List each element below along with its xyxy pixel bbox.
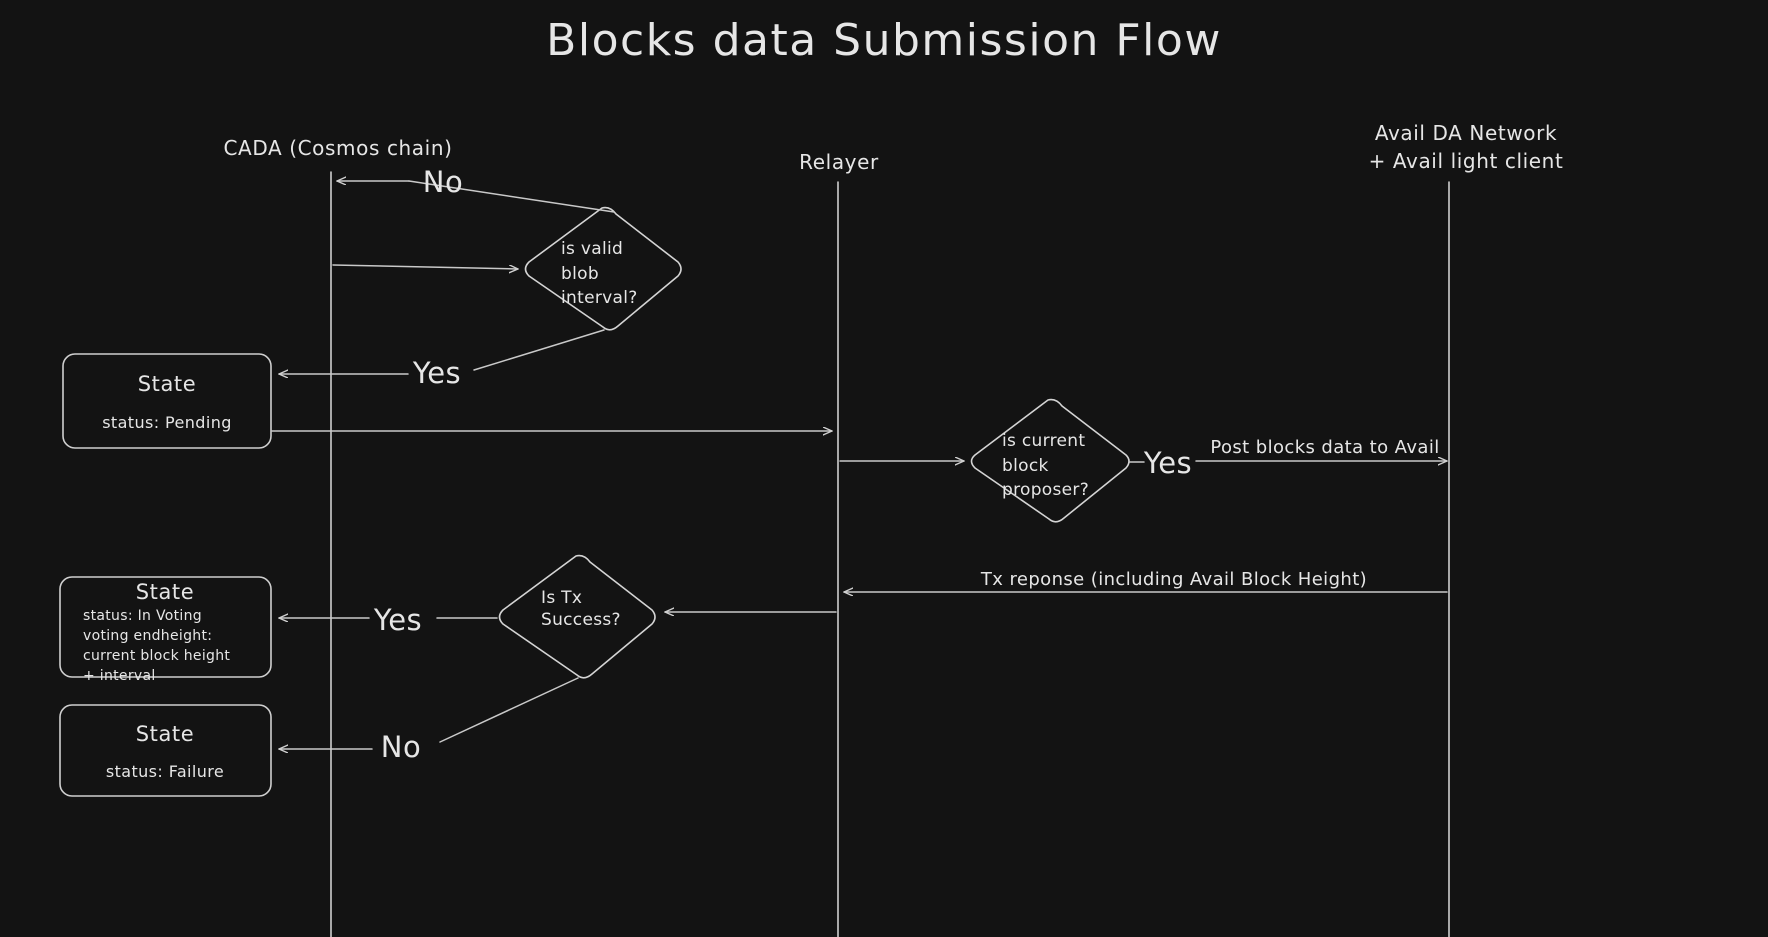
edge-label-yes-tx-success: Yes — [373, 603, 422, 637]
decision-current-block-proposer-line3: proposer? — [1002, 480, 1089, 500]
edge-cada-to-valid-blob — [332, 264, 519, 269]
state-in-voting-line3: current block height — [83, 648, 230, 664]
state-in-voting-line2: voting endheight: — [83, 628, 212, 644]
decision-valid-blob-interval-line3: interval? — [561, 288, 638, 308]
state-pending-title: State — [138, 372, 197, 396]
lane-label-relayer: Relayer — [799, 150, 879, 174]
edge-tx-success-no-seg1 — [439, 677, 579, 743]
decision-current-block-proposer-line2: block — [1002, 456, 1049, 476]
decision-current-block-proposer-shape — [970, 398, 1130, 523]
decision-is-tx-success-line2: Success? — [541, 610, 621, 630]
state-in-voting-title: State — [136, 580, 195, 604]
decision-valid-blob-interval-shape — [524, 206, 682, 331]
state-in-voting-line4: + interval — [83, 668, 156, 684]
decision-is-tx-success-shape — [498, 554, 656, 679]
state-failure-box — [59, 704, 272, 797]
state-in-voting-box — [59, 576, 272, 678]
decision-current-block-proposer-line1: is current — [1002, 431, 1085, 451]
state-failure-title: State — [136, 722, 195, 746]
decision-valid-blob-interval-line1: is valid — [561, 239, 623, 259]
edge-label-no-invalid-interval: No — [423, 165, 463, 199]
lane-label-cada: CADA (Cosmos chain) — [223, 136, 452, 160]
edge-label-yes-valid-interval: Yes — [412, 356, 461, 390]
decision-is-tx-success-line1: Is Tx — [541, 588, 582, 608]
edge-label-no-tx-success: No — [381, 730, 421, 764]
lane-label-avail-line1: Avail DA Network — [1375, 121, 1557, 145]
lane-label-avail-line2: + Avail light client — [1369, 149, 1564, 173]
state-failure-status: status: Failure — [106, 762, 224, 781]
state-in-voting-line1: status: In Voting — [83, 608, 202, 624]
decision-valid-blob-interval-line2: blob — [561, 264, 599, 284]
page-title: Blocks data Submission Flow — [546, 15, 1222, 66]
edge-label-yes-block-proposer: Yes — [1143, 446, 1192, 480]
state-pending-box — [62, 353, 272, 449]
state-pending-status: status: Pending — [102, 413, 232, 432]
edge-valid-blob-yes-seg1 — [473, 329, 605, 371]
edge-valid-blob-no-seg1 — [408, 180, 615, 213]
edge-label-tx-response: Tx reponse (including Avail Block Height… — [980, 569, 1367, 590]
edge-label-post-blocks-data: Post blocks data to Avail — [1210, 437, 1439, 458]
